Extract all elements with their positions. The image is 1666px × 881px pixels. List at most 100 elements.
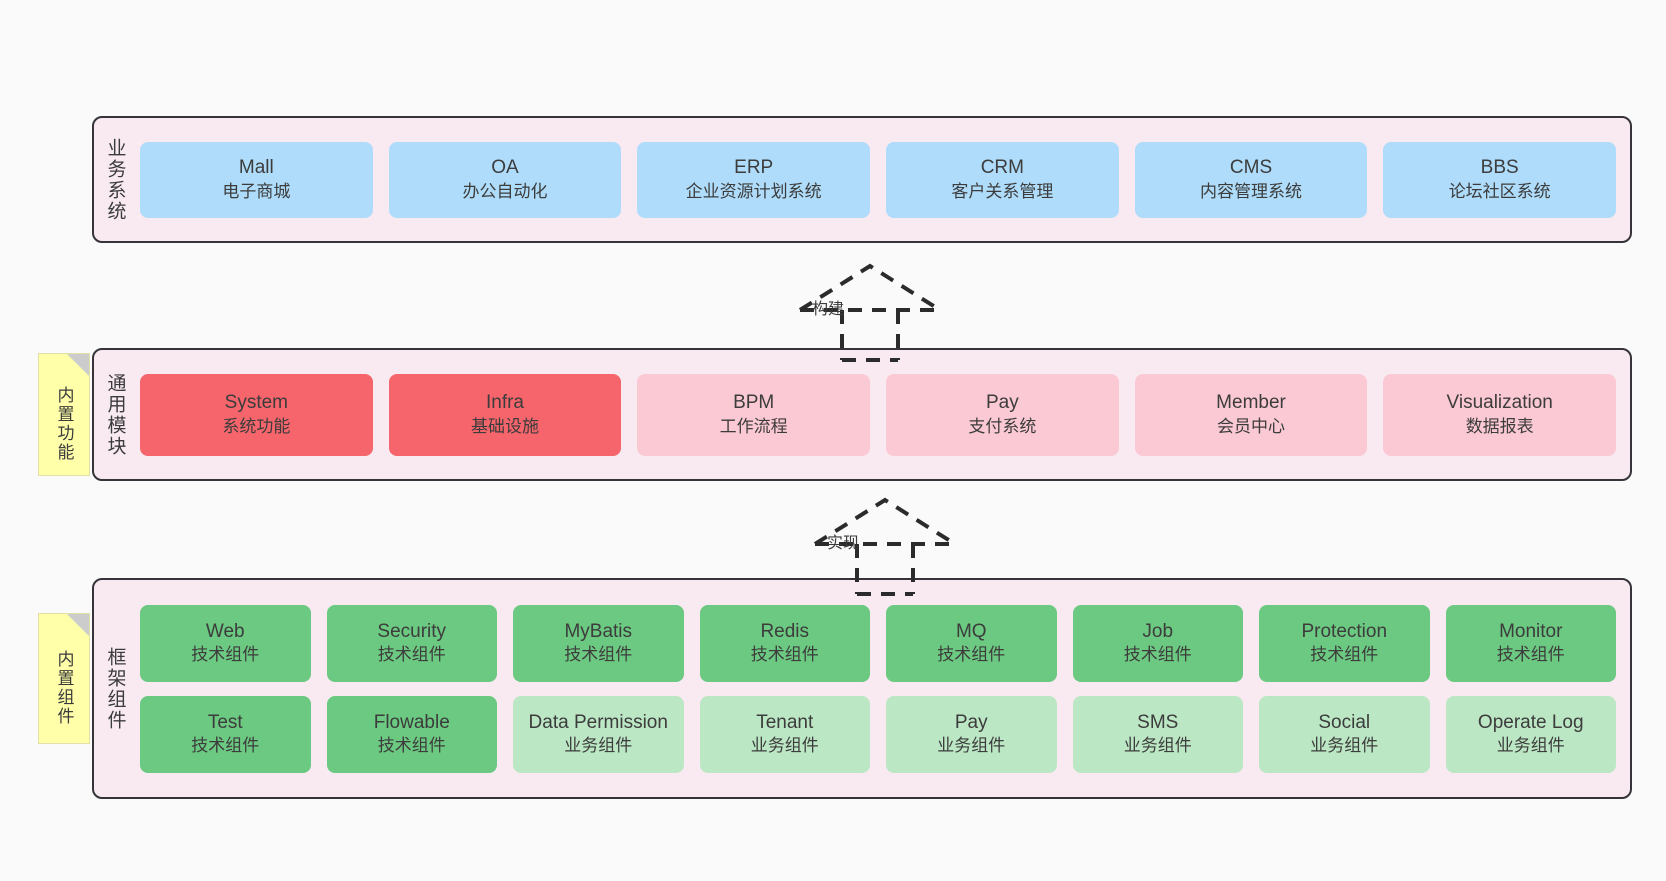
- layer-business-systems: 业务系统 Mall 电子商城 OA 办公自动化 ERP 企业资源计划系统 CRM…: [92, 116, 1632, 243]
- card-mall[interactable]: Mall 电子商城: [140, 141, 373, 218]
- card-subtitle: 技术组件: [377, 645, 446, 665]
- card-web[interactable]: Web 技术组件: [140, 604, 311, 682]
- card-mybatis[interactable]: MyBatis 技术组件: [513, 604, 684, 682]
- card-tenant[interactable]: Tenant 业务组件: [699, 695, 870, 773]
- connector-build-label: 构建: [812, 301, 845, 318]
- card-sms[interactable]: SMS 业务组件: [1072, 695, 1243, 773]
- card-operate-log[interactable]: Operate Log 业务组件: [1445, 695, 1616, 773]
- card-crm[interactable]: CRM 客户关系管理: [886, 141, 1119, 218]
- card-subtitle: 企业资源计划系统: [685, 181, 822, 201]
- card-subtitle: 技术组件: [750, 645, 819, 665]
- card-title: Flowable: [373, 711, 450, 733]
- card-title: Protection: [1301, 620, 1388, 642]
- card-erp[interactable]: ERP 企业资源计划系统: [637, 141, 871, 218]
- card-oa[interactable]: OA 办公自动化: [388, 141, 622, 218]
- card-subtitle: 内容管理系统: [1200, 181, 1303, 201]
- card-row: Test 技术组件 Flowable 技术组件 Data Permission …: [140, 695, 1616, 773]
- card-subtitle: 工作流程: [719, 416, 788, 436]
- card-member[interactable]: Member 会员中心: [1134, 373, 1368, 456]
- card-title: MyBatis: [564, 620, 633, 642]
- connector-build-arrow: [798, 263, 942, 362]
- connector-implement-arrow: [813, 497, 957, 596]
- card-flowable[interactable]: Flowable 技术组件: [326, 695, 497, 773]
- card-subtitle: 业务组件: [1123, 736, 1192, 756]
- card-title: CMS: [1229, 157, 1273, 179]
- card-title: Web: [205, 620, 245, 642]
- card-subtitle: 业务组件: [564, 736, 633, 756]
- card-subtitle: 技术组件: [564, 645, 633, 665]
- card-subtitle: 系统功能: [222, 416, 291, 436]
- card-row: System 系统功能 Infra 基础设施 BPM 工作流程 Pay 支付系统…: [140, 373, 1617, 456]
- card-cms[interactable]: CMS 内容管理系统: [1134, 141, 1368, 218]
- card-title: Data Permission: [528, 711, 668, 733]
- layer-label-business-systems: 业务系统: [104, 137, 126, 222]
- card-subtitle: 数据报表: [1465, 416, 1534, 436]
- card-subtitle: 论坛社区系统: [1448, 181, 1551, 201]
- card-title: Job: [1142, 620, 1174, 642]
- card-title: Redis: [760, 620, 810, 642]
- note-label: 内置功能: [54, 385, 74, 462]
- card-data-permission[interactable]: Data Permission 业务组件: [513, 695, 684, 773]
- card-subtitle: 办公自动化: [462, 181, 548, 201]
- card-visualization[interactable]: Visualization 数据报表: [1383, 373, 1617, 456]
- card-subtitle: 技术组件: [1123, 645, 1192, 665]
- card-pay-component[interactable]: Pay 业务组件: [886, 695, 1057, 773]
- card-title: Infra: [485, 392, 525, 414]
- card-title: Mall: [238, 157, 274, 179]
- layer-body-common-modules: System 系统功能 Infra 基础设施 BPM 工作流程 Pay 支付系统…: [134, 350, 1630, 479]
- card-subtitle: 支付系统: [968, 416, 1037, 436]
- card-subtitle: 电子商城: [222, 181, 291, 201]
- connector-implement-label: 实现: [827, 535, 860, 552]
- layer-body-framework-components: Web 技术组件 Security 技术组件 MyBatis 技术组件 Redi…: [134, 580, 1630, 797]
- card-title: CRM: [980, 157, 1024, 179]
- card-subtitle: 技术组件: [1310, 645, 1379, 665]
- note-builtin-features: 内置功能: [38, 353, 90, 476]
- card-title: Test: [207, 711, 243, 733]
- card-system[interactable]: System 系统功能: [140, 373, 373, 456]
- card-title: Social: [1318, 711, 1371, 733]
- card-row: Mall 电子商城 OA 办公自动化 ERP 企业资源计划系统 CRM 客户关系…: [140, 141, 1617, 218]
- card-protection[interactable]: Protection 技术组件: [1259, 604, 1430, 682]
- card-title: Pay: [985, 392, 1019, 414]
- layer-label-common-modules: 通用模块: [104, 372, 126, 457]
- card-social[interactable]: Social 业务组件: [1259, 695, 1430, 773]
- layer-body-business-systems: Mall 电子商城 OA 办公自动化 ERP 企业资源计划系统 CRM 客户关系…: [134, 118, 1630, 241]
- card-subtitle: 技术组件: [1496, 645, 1565, 665]
- layer-framework-components: 框架组件 Web 技术组件 Security 技术组件 MyBatis 技术组件…: [92, 578, 1632, 799]
- note-builtin-components: 内置组件: [38, 613, 90, 744]
- card-subtitle: 业务组件: [1310, 736, 1379, 756]
- card-subtitle: 技术组件: [191, 645, 260, 665]
- card-title: BPM: [733, 392, 775, 414]
- card-title: ERP: [734, 157, 774, 179]
- card-pay-module[interactable]: Pay 支付系统: [886, 373, 1119, 456]
- card-mq[interactable]: MQ 技术组件: [886, 604, 1057, 682]
- card-title: Visualization: [1446, 392, 1553, 414]
- card-row: Web 技术组件 Security 技术组件 MyBatis 技术组件 Redi…: [140, 604, 1616, 682]
- card-subtitle: 会员中心: [1217, 416, 1286, 436]
- card-bpm[interactable]: BPM 工作流程: [637, 373, 871, 456]
- note-fold-corner: [67, 354, 89, 376]
- card-title: Operate Log: [1477, 711, 1584, 733]
- card-title: Monitor: [1499, 620, 1563, 642]
- card-subtitle: 业务组件: [937, 736, 1006, 756]
- card-bbs[interactable]: BBS 论坛社区系统: [1383, 141, 1617, 218]
- layer-common-modules: 通用模块 System 系统功能 Infra 基础设施 BPM 工作流程 Pay…: [92, 348, 1632, 481]
- card-title: MQ: [955, 620, 987, 642]
- card-subtitle: 客户关系管理: [951, 181, 1054, 201]
- card-title: System: [224, 392, 289, 414]
- card-job[interactable]: Job 技术组件: [1072, 604, 1243, 682]
- card-title: SMS: [1137, 711, 1179, 733]
- layer-label-framework-components: 框架组件: [104, 646, 126, 731]
- card-redis[interactable]: Redis 技术组件: [699, 604, 870, 682]
- note-label: 内置组件: [54, 649, 74, 726]
- card-title: Security: [377, 620, 447, 642]
- card-monitor[interactable]: Monitor 技术组件: [1445, 604, 1616, 682]
- card-infra[interactable]: Infra 基础设施: [388, 373, 622, 456]
- card-subtitle: 基础设施: [471, 416, 539, 436]
- card-test[interactable]: Test 技术组件: [140, 695, 311, 773]
- card-subtitle: 业务组件: [750, 736, 819, 756]
- card-security[interactable]: Security 技术组件: [326, 604, 497, 682]
- note-fold-corner: [67, 614, 89, 636]
- card-title: Member: [1216, 392, 1286, 414]
